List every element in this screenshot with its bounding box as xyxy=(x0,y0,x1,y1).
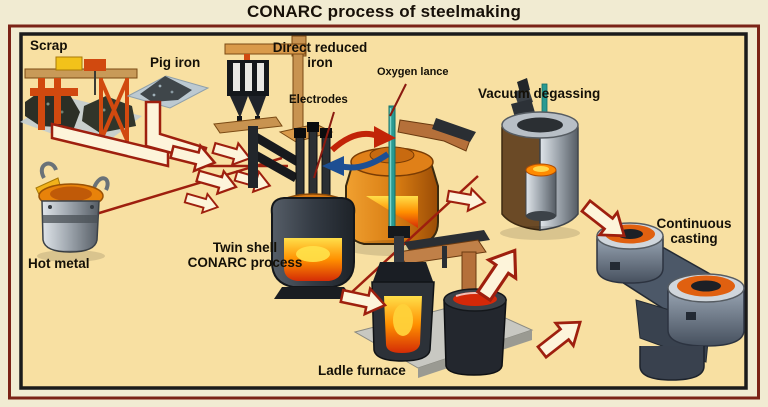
dri-hopper-illustration xyxy=(213,35,334,143)
label-ladle-furnace: Ladle furnace xyxy=(318,363,406,378)
vacuum-degasser-illustration xyxy=(500,78,580,240)
label-twin-shell-conarc: Twin shell CONARC process xyxy=(187,240,303,271)
label-scrap: Scrap xyxy=(30,38,68,53)
label-oxygen-lance: Oxygen lance xyxy=(377,66,449,78)
label-direct-reduced-iron: Direct reduced iron xyxy=(272,40,368,71)
label-pig-iron: Pig iron xyxy=(150,55,201,70)
continuous-casting-illustration xyxy=(596,222,745,381)
scrap-crane-illustration xyxy=(20,56,142,150)
page-title: CONARC process of steelmaking xyxy=(246,2,522,21)
twin-shell-furnace-illustration xyxy=(248,105,476,299)
label-hot-metal: Hot metal xyxy=(28,256,90,271)
label-electrodes: Electrodes xyxy=(289,94,348,106)
ladle-furnace-illustration xyxy=(353,226,534,378)
oxygen-lance-leader-line xyxy=(389,83,407,117)
label-continuous-casting: Continuous casting xyxy=(656,216,732,247)
electrodes-leader-line xyxy=(313,111,335,179)
hot-metal-ladle-illustration xyxy=(35,161,110,262)
label-vacuum-degassing: Vacuum degassing xyxy=(478,86,601,101)
outer-border xyxy=(8,24,760,400)
